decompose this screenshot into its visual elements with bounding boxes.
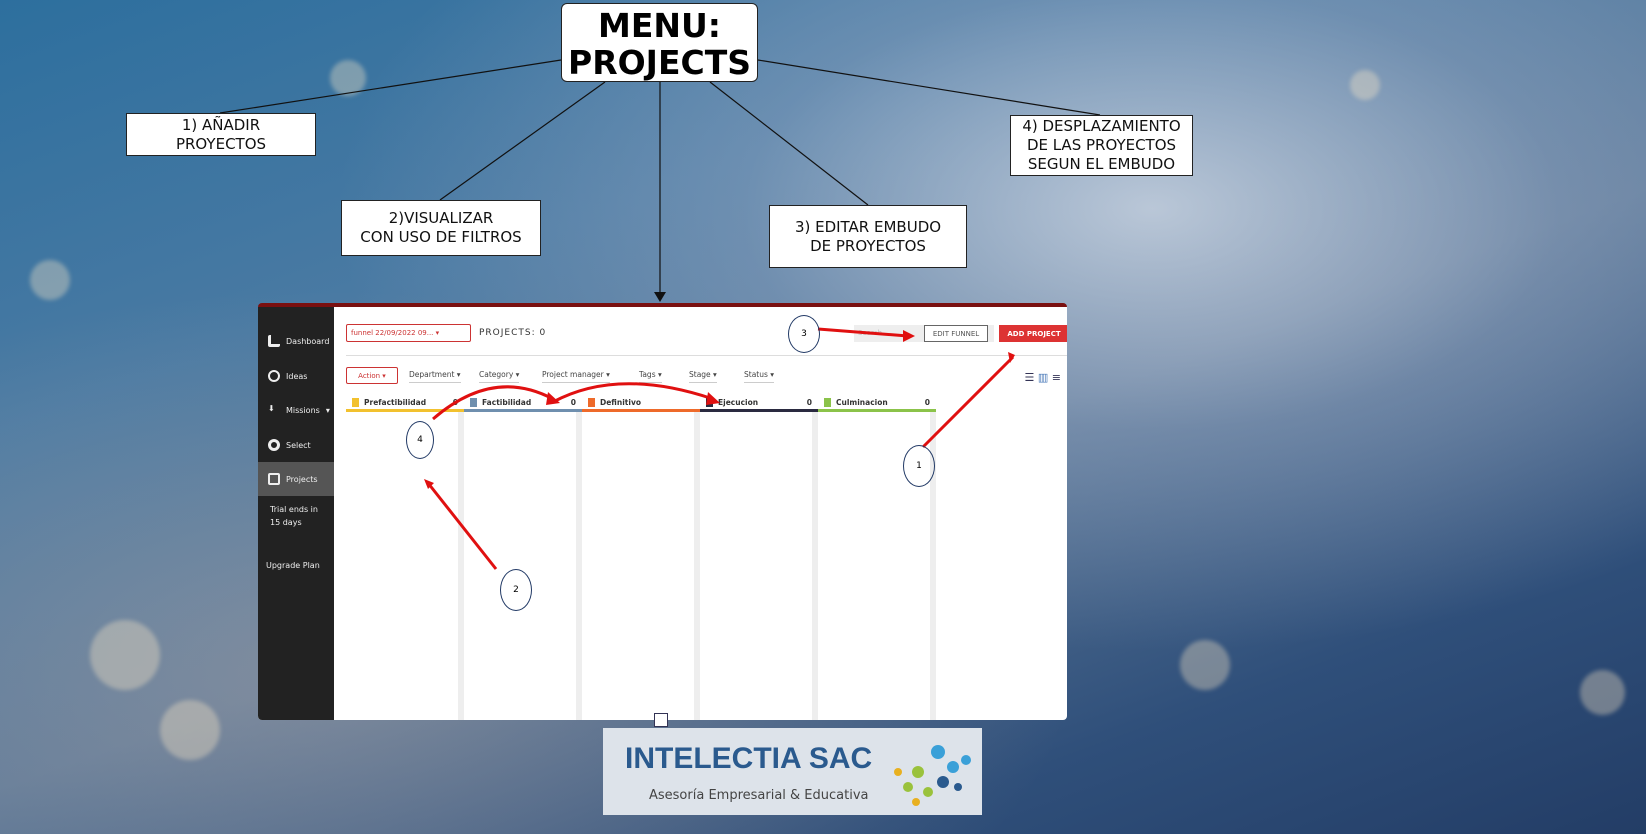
column-count: 0 xyxy=(806,397,812,407)
column-color-bar xyxy=(582,409,700,412)
action-dropdown[interactable]: Action ▾ xyxy=(346,367,398,384)
list-view-icon[interactable]: ☰ xyxy=(1024,371,1035,384)
sidebar-item-missions[interactable]: ⬇ Missions ▾ xyxy=(268,404,330,416)
logo-subtitle: Asesoría Empresarial & Educativa xyxy=(649,788,869,803)
note-line: 1) AÑADIR xyxy=(181,115,261,134)
kanban-column: Factibilidad 0 xyxy=(464,395,582,720)
note-line: 4) DESPLAZAMIENTO xyxy=(1022,117,1181,135)
note-line: DE PROYECTOS xyxy=(810,236,926,255)
filter-status[interactable]: Status ▾ xyxy=(744,370,775,383)
menu-title-line: PROJECTS xyxy=(568,43,751,82)
sidebar-label: Ideas xyxy=(286,371,308,381)
kanban-column: Definitivo xyxy=(582,395,700,720)
trial-line: 15 days xyxy=(270,518,302,527)
divider xyxy=(346,355,1067,356)
column-title: Ejecucion xyxy=(718,397,759,407)
bar-chart-icon xyxy=(268,335,280,347)
stage-color-swatch xyxy=(470,397,477,407)
annotation-arrows xyxy=(424,327,1015,570)
trial-line: Trial ends in xyxy=(270,505,318,514)
network-logo-icon xyxy=(894,745,971,806)
filter-tags[interactable]: Tags ▾ xyxy=(639,370,662,383)
lightbulb-icon xyxy=(268,370,280,382)
sidebar-label: Projects xyxy=(286,474,318,484)
stage-color-swatch xyxy=(824,397,831,407)
column-header: Definitivo xyxy=(582,395,700,409)
sidebar-label: Missions xyxy=(286,405,320,415)
filter-category[interactable]: Category ▾ xyxy=(479,370,520,383)
compact-view-icon[interactable]: ≡ xyxy=(1051,371,1061,384)
sidebar-item-ideas[interactable]: Ideas xyxy=(268,370,307,382)
note-line: PROYECTOS xyxy=(175,134,267,153)
column-color-bar xyxy=(818,409,936,412)
column-body[interactable] xyxy=(700,412,818,720)
column-title: Factibilidad xyxy=(482,397,532,407)
add-project-button[interactable]: ADD PROJECT xyxy=(999,325,1067,342)
sidebar-label: Dashboard xyxy=(286,336,330,346)
column-title: Definitivo xyxy=(600,397,641,407)
menu-title: MENU:PROJECTS xyxy=(561,3,758,82)
filter-stage[interactable]: Stage ▾ xyxy=(689,370,717,383)
company-logo: INTELECTIA SAC Asesoría Empresarial & Ed… xyxy=(603,728,982,815)
stage-color-swatch xyxy=(352,397,359,407)
callout-1: 1 xyxy=(903,445,935,487)
sidebar-item-select[interactable]: Select xyxy=(268,439,311,451)
view-toggles: ☰ ▥ ≡ xyxy=(1025,371,1062,384)
column-header: Culminacion 0 xyxy=(818,395,936,409)
briefcase-icon xyxy=(268,473,280,485)
kanban-column: Culminacion 0 xyxy=(818,395,936,720)
callout-4: 4 xyxy=(406,421,434,459)
column-body[interactable] xyxy=(818,412,936,720)
column-body[interactable] xyxy=(464,412,582,720)
image-icon xyxy=(654,713,668,727)
column-header: Factibilidad 0 xyxy=(464,395,582,409)
sidebar-item-projects[interactable]: Projects xyxy=(268,473,318,485)
filter-department[interactable]: Department ▾ xyxy=(409,370,461,383)
projects-count: PROJECTS: 0 xyxy=(479,328,547,338)
column-title: Prefactibilidad xyxy=(364,397,427,407)
sidebar-label: Select xyxy=(286,440,311,450)
menu-title-line: MENU: xyxy=(598,6,721,45)
column-color-bar xyxy=(700,409,818,412)
logo-title: INTELECTIA SAC xyxy=(625,742,873,775)
note-line: SEGUN EL EMBUDO xyxy=(1027,155,1176,173)
sidebar-active-bg xyxy=(258,462,334,496)
kanban-view-icon[interactable]: ▥ xyxy=(1037,371,1049,384)
trial-notice: Trial ends in 15 days xyxy=(270,503,318,529)
column-body[interactable] xyxy=(346,412,464,720)
filter-project-manager[interactable]: Project manager ▾ xyxy=(542,370,610,383)
callout-3: 3 xyxy=(788,315,820,353)
column-title: Culminacion xyxy=(836,397,888,407)
upgrade-plan-link[interactable]: Upgrade Plan xyxy=(266,561,320,570)
chevron-down-icon: ▾ xyxy=(325,405,330,415)
sidebar-item-dashboard[interactable]: Dashboard xyxy=(268,335,329,347)
note-line: CON USO DE FILTROS xyxy=(360,228,522,246)
column-body[interactable] xyxy=(582,412,700,720)
column-color-bar xyxy=(346,409,464,412)
download-icon: ⬇ xyxy=(268,404,275,413)
edit-funnel-button[interactable]: EDIT FUNNEL xyxy=(924,325,988,342)
stage-color-swatch xyxy=(588,397,595,407)
target-icon xyxy=(268,439,280,451)
column-count: 0 xyxy=(570,397,576,407)
main-area: funnel 22/09/2022 09... ▾ PROJECTS: 0 Se… xyxy=(334,307,1067,720)
callout-2: 2 xyxy=(500,569,532,611)
note-line: 3) EDITAR EMBUDO xyxy=(794,217,942,236)
column-count: 0 xyxy=(924,397,930,407)
funnel-select[interactable]: funnel 22/09/2022 09... ▾ xyxy=(346,324,471,342)
note-line: 2)VISUALIZAR xyxy=(388,209,494,227)
projects-screenshot: Dashboard Ideas ⬇ Missions ▾ Select Projec… xyxy=(258,303,1067,720)
note-line: DE LAS PROYECTOS xyxy=(1026,136,1177,154)
sidebar: Dashboard Ideas ⬇ Missions ▾ Select Projec… xyxy=(258,307,334,720)
column-color-bar xyxy=(464,409,582,412)
